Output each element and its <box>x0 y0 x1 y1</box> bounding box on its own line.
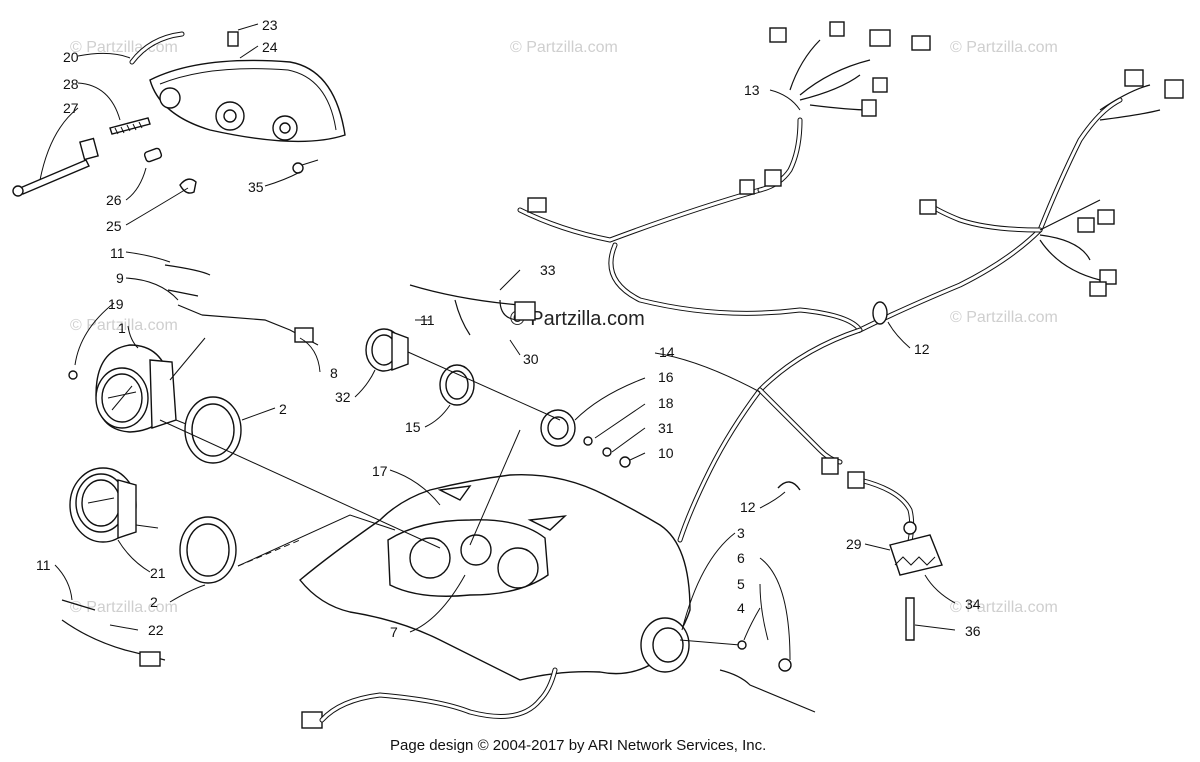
watermark: © Partzilla.com <box>70 317 178 334</box>
harness-grommet <box>872 301 888 325</box>
callout-26: 26 <box>106 192 122 208</box>
callout-36: 36 <box>965 623 981 639</box>
callout-14: 14 <box>659 344 675 360</box>
callout-11: 11 <box>36 557 51 573</box>
callout-32: 32 <box>335 389 351 405</box>
callout-25: 25 <box>106 218 122 234</box>
callout-27: 27 <box>63 100 79 116</box>
watermark: © Partzilla.com <box>510 39 618 56</box>
callout-35: 35 <box>248 179 264 195</box>
leader-lines <box>39 23 956 661</box>
headlight-assembly <box>12 31 346 197</box>
watermark: © Partzilla.com <box>950 309 1058 326</box>
callout-20: 20 <box>63 49 79 65</box>
callout-31: 31 <box>658 420 674 436</box>
callout-5: 5 <box>737 576 745 592</box>
gauge-mount-cup <box>540 409 631 468</box>
callout-19: 19 <box>108 296 124 312</box>
callout-8: 8 <box>330 365 338 381</box>
callout-15: 15 <box>405 419 421 435</box>
callout-7: 7 <box>390 624 398 640</box>
watermark: © Partzilla.com <box>950 39 1058 56</box>
callout-23: 23 <box>262 17 278 33</box>
gauge-bezel-ring <box>179 516 237 584</box>
callout-3: 3 <box>737 525 745 541</box>
callout-12: 12 <box>740 499 756 515</box>
callout-30: 30 <box>523 351 539 367</box>
callout-13: 13 <box>744 82 760 98</box>
callout-12: 12 <box>914 341 930 357</box>
callout-11: 11 <box>420 312 435 328</box>
assembly-lines <box>159 337 561 567</box>
harness-clip <box>777 481 801 491</box>
gauge-bezel-ring <box>184 396 242 464</box>
small-gauge <box>365 328 409 372</box>
voltage-regulator <box>889 521 943 641</box>
callout-22: 22 <box>148 622 164 638</box>
callout-16: 16 <box>658 369 674 385</box>
small-bezel-ring <box>439 364 475 406</box>
callout-21: 21 <box>150 565 166 581</box>
callout-6: 6 <box>737 550 745 566</box>
instrument-console <box>299 473 691 681</box>
callout-33: 33 <box>540 262 556 278</box>
center-watermark: © Partzilla.com <box>510 308 645 330</box>
watermark: © Partzilla.com <box>950 599 1058 616</box>
tachometer-gauge <box>69 467 159 543</box>
callout-2: 2 <box>279 401 287 417</box>
callout-11: 11 <box>110 245 125 261</box>
callout-28: 28 <box>63 76 79 92</box>
speedometer-gauge <box>68 344 197 433</box>
callout-29: 29 <box>846 536 862 552</box>
callout-24: 24 <box>262 39 278 55</box>
gauge-wire-leads <box>61 264 536 667</box>
callout-4: 4 <box>737 600 745 616</box>
callout-18: 18 <box>658 395 674 411</box>
callout-10: 10 <box>658 445 674 461</box>
callout-1: 1 <box>118 320 126 336</box>
speedometer-cable-cup <box>640 617 816 713</box>
callout-2: 2 <box>150 594 158 610</box>
page-credit: Page design © 2004-2017 by ARI Network S… <box>390 737 766 754</box>
callout-34: 34 <box>965 596 981 612</box>
watermark: © Partzilla.com <box>70 599 178 616</box>
callout-9: 9 <box>116 270 124 286</box>
callout-17: 17 <box>372 463 388 479</box>
main-wire-harness <box>301 21 1184 729</box>
callout-labels: 23 24 20 28 27 26 35 25 11 9 19 1 8 2 33… <box>36 17 981 640</box>
